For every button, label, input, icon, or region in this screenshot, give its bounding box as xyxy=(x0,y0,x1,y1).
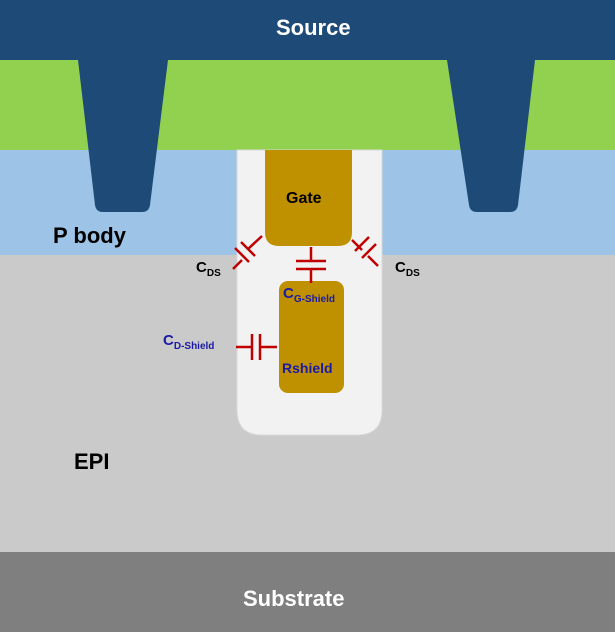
cg-shield-label: CG-Shield xyxy=(283,285,335,305)
epi-label: EPI xyxy=(74,449,110,474)
cds-left-label: CDS xyxy=(196,259,221,279)
capacitor-cg-shield xyxy=(296,247,326,283)
shield-poly xyxy=(279,281,344,393)
gate-poly xyxy=(265,150,352,246)
substrate-label: Substrate xyxy=(243,586,345,611)
substrate-layer xyxy=(0,552,615,632)
source-metal xyxy=(0,0,615,212)
cg-shield-main: C xyxy=(283,285,294,302)
cds-right-sub: DS xyxy=(405,268,420,279)
cd-shield-main: C xyxy=(163,332,174,349)
cds-left-sub: DS xyxy=(206,268,221,279)
cds-left-main: C xyxy=(196,259,207,276)
rshield-label: Rshield xyxy=(282,360,333,376)
source-label: Source xyxy=(276,15,351,40)
capacitor-cds-right xyxy=(351,236,379,267)
p-body-label: P body xyxy=(53,223,126,248)
cd-shield-sub: D-Shield xyxy=(173,341,215,352)
cg-shield-sub: G-Shield xyxy=(293,294,335,305)
capacitor-cd-shield xyxy=(236,334,277,360)
cds-right-label: CDS xyxy=(395,259,420,279)
cds-right-main: C xyxy=(395,259,406,276)
gate-label: Gate xyxy=(286,190,322,207)
cd-shield-label: CD-Shield xyxy=(163,332,214,352)
capacitor-cds-left xyxy=(232,235,263,270)
